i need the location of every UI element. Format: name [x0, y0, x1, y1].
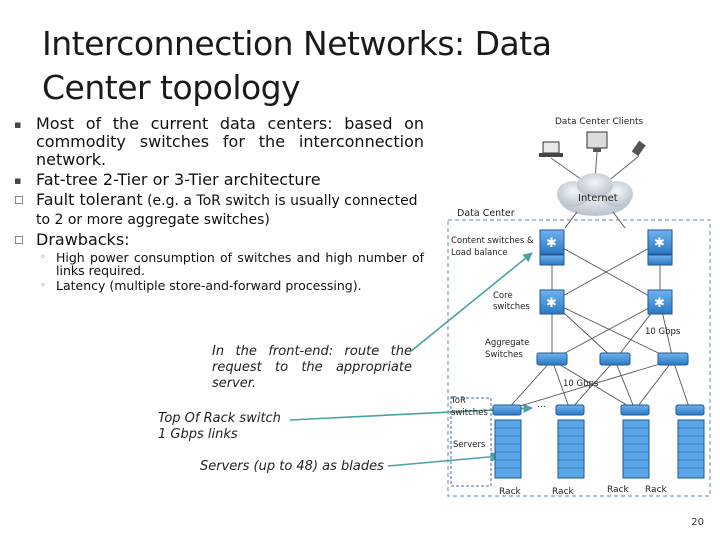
annotation-servers: Servers (up to 48) as blades [200, 459, 384, 474]
server-rack-icon [494, 419, 522, 479]
content-switch-icon: ✱ [647, 229, 673, 266]
core-switch-icon: ✱ [647, 289, 673, 315]
bullet-4: ☐ Drawbacks: [14, 230, 130, 249]
core-switches-label: Core switches [493, 291, 530, 312]
svg-text:✱: ✱ [546, 296, 557, 311]
sub-bullet-marker: ◦ [40, 252, 46, 263]
rack-label-1: Rack [499, 487, 522, 497]
bullet-marker: ▪ [14, 174, 22, 187]
bullet-1: ▪ Most of the current data centers: base… [14, 114, 424, 169]
tor-switch-icon [555, 404, 585, 416]
bullet-marker-box: ☐ [14, 234, 24, 247]
datacenter-topology-diagram: Data Center Clients Internet Data Center… [447, 117, 711, 497]
sub-bullet-marker: ◦ [40, 280, 46, 291]
annotation-tor: Top Of Rack switch 1 Gbps links [158, 411, 281, 442]
rack-label-3: Rack [607, 485, 630, 495]
network-links [506, 241, 691, 411]
bullet-marker: ▪ [14, 118, 22, 131]
internet-label: Internet [578, 193, 618, 204]
bullet-marker-box: ☐ [14, 194, 24, 207]
servers-label: Servers [453, 440, 486, 450]
content-switch-icon: ✱ [539, 229, 565, 266]
client-pda-icon [631, 140, 646, 157]
annotation-front-end: In the front-end: route the request to t… [212, 344, 412, 391]
rack-label-2: Rack [552, 487, 575, 497]
svg-text:✱: ✱ [654, 296, 665, 311]
client-desktop-icon [586, 131, 608, 152]
rack-highlight [450, 397, 492, 487]
bullet-2: ▪ Fat-tree 2-Tier or 3-Tier architecture [14, 170, 321, 189]
internet-cloud-icon [557, 173, 633, 216]
core-switch-icon: ✱ [539, 289, 565, 315]
tor-switch-icon [620, 404, 650, 416]
content-switches-label: Content switches & Load balance [451, 236, 536, 258]
sub-bullet-1: ◦ High power consumption of switches and… [40, 250, 424, 278]
page-number: 20 [691, 517, 704, 528]
ellipsis-mark: … [537, 400, 546, 410]
slide-title: Interconnection Networks: Data Center to… [42, 24, 552, 107]
aggregate-switch-icon [536, 352, 568, 366]
server-rack-icon [622, 419, 650, 479]
speed-label-core: 10 Gbps [645, 327, 681, 337]
aggregate-switch-icon [599, 352, 631, 366]
tor-switch-icon [675, 404, 705, 416]
aggregate-switches-label: Aggregate Switches [485, 338, 532, 360]
tor-switches-label: ToR switches [450, 396, 488, 418]
aggregate-switch-icon [657, 352, 689, 366]
tor-switch-icon [492, 404, 522, 416]
sub-bullet-2: ◦ Latency (multiple store-and-forward pr… [40, 278, 362, 293]
svg-text:✱: ✱ [546, 236, 557, 251]
svg-text:✱: ✱ [654, 236, 665, 251]
server-rack-icon [677, 419, 705, 479]
server-rack-icon [557, 419, 585, 479]
bullet-3: ☐ Fault tolerant (e.g. a ToR switch is u… [14, 190, 418, 229]
datacenter-boundary [447, 219, 711, 497]
bullet-list: ▪ Most of the current data centers: base… [14, 115, 424, 294]
rack-label-4: Rack [645, 485, 668, 495]
clients-label: Data Center Clients [555, 117, 644, 127]
speed-label-agg: 10 Gbps [563, 379, 599, 389]
client-laptop-icon [539, 141, 563, 157]
datacenter-label: Data Center [457, 208, 515, 219]
